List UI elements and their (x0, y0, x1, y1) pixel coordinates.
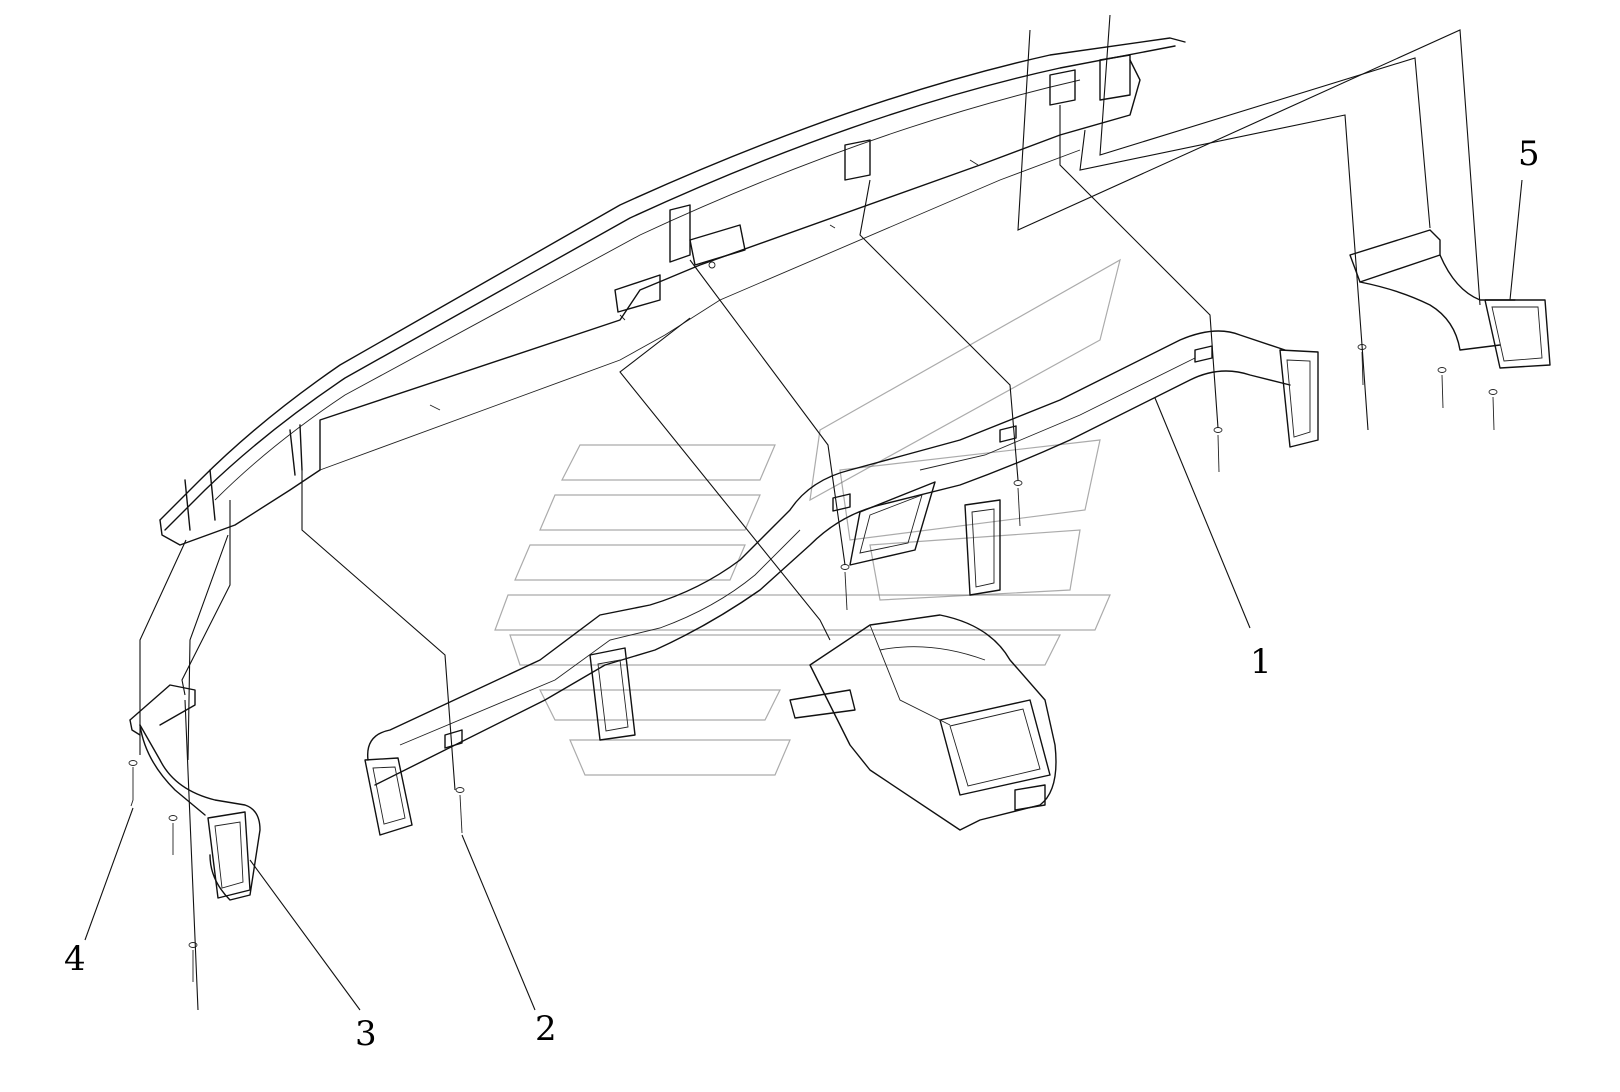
callout-1: 1 (1250, 642, 1272, 682)
left-side-duct (129, 684, 261, 901)
callout-3: 3 (355, 1014, 377, 1054)
fasteners (128, 344, 1498, 982)
main-air-duct (364, 330, 1319, 836)
callout-5: 5 (1518, 134, 1540, 174)
right-side-duct (1349, 229, 1551, 369)
assembly-lines (139, 14, 1481, 1011)
dashboard-top-frame (159, 37, 1186, 546)
callout-4: 4 (64, 939, 86, 979)
watermark-logo (494, 258, 1121, 776)
center-lower-duct (789, 614, 1057, 831)
callout-2: 2 (535, 1009, 557, 1049)
callout-pointers (84, 179, 1523, 1011)
